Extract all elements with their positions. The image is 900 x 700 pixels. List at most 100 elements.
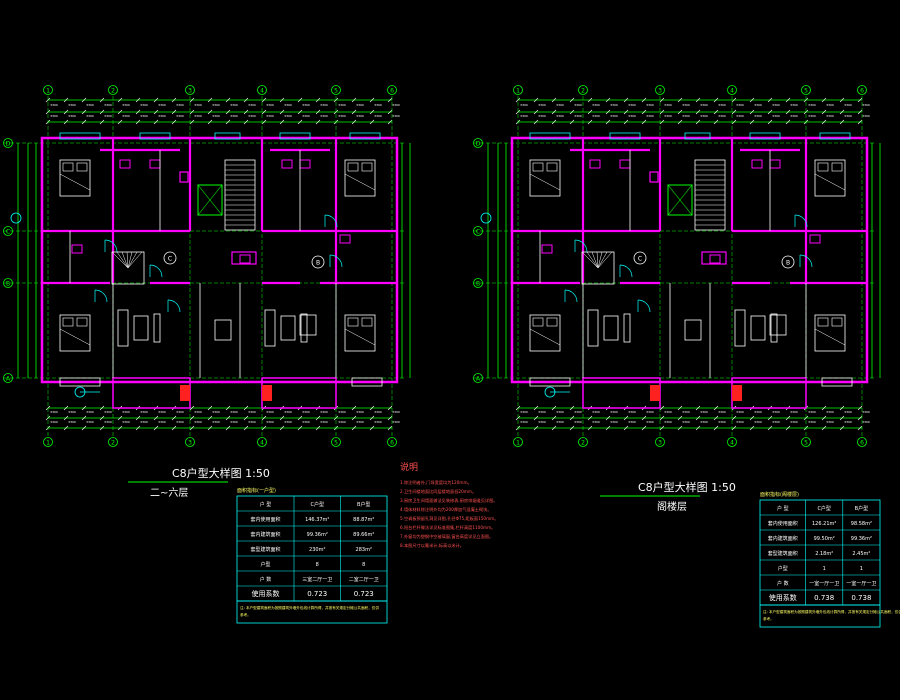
dim-tick [533, 97, 539, 103]
dim-text: 3300 [320, 410, 328, 414]
bed-cover [344, 328, 376, 346]
red-fixture [262, 385, 272, 401]
unit-marker [311, 255, 325, 269]
dim-text: 3300 [808, 410, 816, 414]
dim-tick [569, 97, 575, 103]
dim-text: 3300 [610, 420, 618, 424]
dim-text: 3300 [862, 410, 870, 414]
outer-wall [40, 136, 399, 384]
stair-tread [596, 251, 599, 269]
dim-tick [749, 425, 755, 431]
dim-tick [369, 415, 375, 421]
table-cell: 套内建筑面积 [768, 535, 798, 542]
dim-text: 3300 [194, 410, 202, 414]
dim-tick [171, 109, 177, 115]
dim-tick [207, 119, 213, 125]
table-cell: 0.723 [307, 590, 327, 598]
dim-text: 3300 [538, 420, 546, 424]
elevator [667, 184, 693, 216]
table-cell: 89.66m² [353, 532, 374, 538]
dim-tick [713, 109, 719, 115]
window-top [139, 132, 171, 140]
dim-text: 3300 [284, 114, 292, 118]
dim-tick [731, 425, 737, 431]
door-swing [564, 289, 578, 303]
dim-tick [243, 97, 249, 103]
dim-tick [695, 425, 701, 431]
window-top [609, 132, 641, 140]
dim-text: 3300 [284, 103, 292, 107]
dim-tick [117, 97, 123, 103]
dim-tick [749, 97, 755, 103]
window-top [279, 132, 311, 140]
dim-tick [767, 425, 773, 431]
pillow [347, 162, 359, 172]
axis-label-bottom: 3 [658, 440, 662, 447]
dim-tick [279, 119, 285, 125]
fixture [339, 234, 351, 244]
table-cell: 户型 [260, 561, 270, 568]
dim-tick [731, 109, 737, 115]
stair-tread [597, 251, 608, 269]
dim-text: 3300 [140, 103, 148, 107]
pillow [62, 162, 74, 172]
dim-text: 3300 [86, 410, 94, 414]
axis-bubble-left [3, 278, 13, 288]
dim-text: 3300 [610, 103, 618, 107]
dim-text: 3300 [248, 410, 256, 414]
axis-bubble-top [801, 85, 811, 95]
dim-tick [587, 97, 593, 103]
fixture [119, 159, 131, 169]
window-top [684, 132, 711, 140]
table-cell: 0.723 [354, 590, 374, 598]
dim-text: 3300 [772, 103, 780, 107]
table-note-line: 参考。 [240, 612, 251, 617]
dim-text: 3300 [574, 410, 582, 414]
fixture [299, 159, 311, 169]
dim-tick [297, 97, 303, 103]
dim-tick [785, 109, 791, 115]
table-header-cell: C户型 [311, 501, 325, 508]
dim-tick [731, 415, 737, 421]
dim-tick [315, 415, 321, 421]
dim-tick [659, 405, 665, 411]
table-cell: 三室二厅一卫 [302, 576, 332, 583]
axis-label-bottom: 6 [390, 440, 394, 447]
table-note-frame [236, 600, 388, 624]
dim-text: 3300 [826, 103, 834, 107]
dim-text: 3300 [844, 114, 852, 118]
dim-text: 3300 [646, 420, 654, 424]
stair-tread [127, 251, 143, 269]
section-marker [480, 212, 492, 224]
dim-text: 3300 [68, 420, 76, 424]
dim-tick [713, 97, 719, 103]
dim-text: 3300 [194, 103, 202, 107]
table-cell: 98.58m² [851, 521, 872, 527]
dim-tick [153, 109, 159, 115]
dining-table [769, 314, 787, 336]
dim-tick [533, 119, 539, 125]
table-cell: 88.87m² [353, 517, 374, 523]
axis-label-left: C [6, 229, 10, 236]
dim-tick [749, 415, 755, 421]
dim-tick [279, 415, 285, 421]
spiral-stair [111, 251, 145, 285]
table-cell: 套内使用面积 [250, 516, 280, 523]
dim-tick [63, 425, 69, 431]
dim-text: 3300 [556, 103, 564, 107]
dim-text: 3300 [266, 103, 274, 107]
axis-label-bottom: 5 [334, 440, 338, 447]
axis-bubble-top [257, 85, 267, 95]
dim-tick [713, 405, 719, 411]
axis-label-top: 6 [390, 88, 394, 95]
dim-text: 3300 [374, 114, 382, 118]
dim-tick [623, 97, 629, 103]
dim-text: 3300 [374, 410, 382, 414]
axis-label-bottom: 4 [730, 440, 734, 447]
dim-text: 3300 [50, 420, 58, 424]
pillow [347, 317, 359, 327]
dim-tick [821, 425, 827, 431]
dim-text: 3300 [248, 420, 256, 424]
dim-tick [99, 97, 105, 103]
red-fixture [180, 385, 190, 401]
